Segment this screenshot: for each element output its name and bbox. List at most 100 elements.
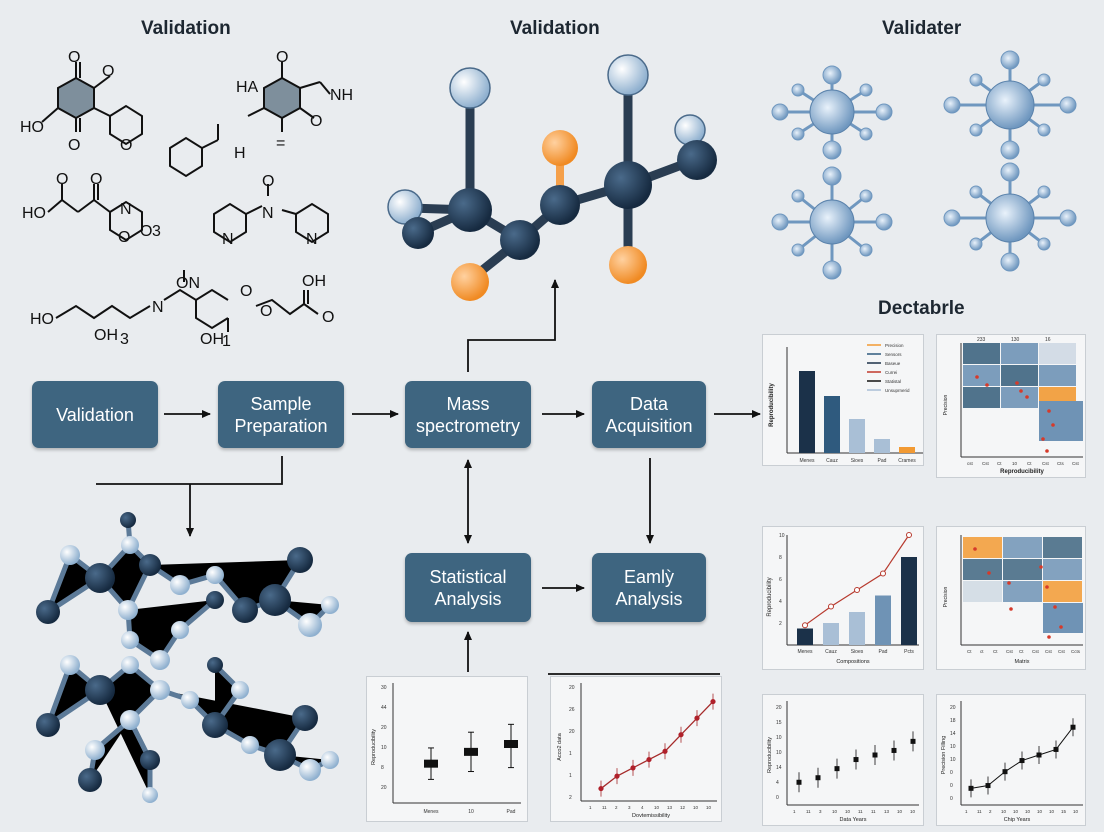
- box-2: [504, 740, 518, 748]
- label-o10: O: [140, 223, 152, 240]
- x-tick-3: Pad: [879, 649, 888, 655]
- x-tick-1: Cst: [982, 461, 989, 466]
- series-line: [804, 534, 910, 626]
- series-line: [600, 701, 714, 790]
- y-tick-3: 1: [569, 751, 572, 757]
- skeletal-labels-4: O N N N: [222, 173, 318, 248]
- flow-box-early-analysis[interactable]: Eamlỳ Analysis: [592, 553, 706, 622]
- y-label: Reproducibility: [769, 383, 775, 427]
- label-o13: O: [240, 283, 252, 300]
- atom-c2: [448, 188, 492, 232]
- title-center: Validation: [510, 18, 600, 39]
- col-label-0: 233: [977, 337, 986, 343]
- flow-box-validation[interactable]: Validation: [32, 381, 158, 448]
- y-tick-1: 44: [381, 705, 387, 711]
- bar-2: [849, 612, 865, 645]
- point-3: [646, 756, 652, 763]
- x-tick-7: Cst: [1058, 649, 1065, 654]
- heat-point-6: [1053, 605, 1057, 609]
- y-label: Reproducibility: [371, 729, 377, 765]
- y-label: Precision: [943, 395, 949, 416]
- heat-cell-7: [1039, 365, 1076, 386]
- flow-box-statistical-analysis[interactable]: Statistical Analysis: [405, 553, 531, 622]
- flow-box-sample-preparation[interactable]: Sample Preparation: [218, 381, 344, 448]
- y-tick-5: 0: [950, 770, 953, 776]
- y-tick-0: 2: [779, 621, 782, 627]
- heat-point-2: [1007, 581, 1011, 585]
- heat-cell-8: [1043, 581, 1082, 602]
- col-label-2: 16: [1045, 337, 1051, 343]
- bar-2: [849, 419, 865, 453]
- atom-o2: [451, 263, 489, 301]
- heat-cell-2: [963, 387, 1000, 408]
- heat-point-4: [1039, 565, 1043, 569]
- point-1: [828, 603, 834, 610]
- y-label: Precision Filling: [941, 736, 947, 775]
- point-4: [906, 532, 912, 538]
- bar-0: [799, 371, 815, 453]
- skeletal-molecule-5: [55, 270, 319, 332]
- point-4: [662, 748, 668, 754]
- y-tick-4: 14: [776, 765, 782, 771]
- x-tick-0: Menes: [797, 649, 813, 655]
- label-o3: O: [68, 137, 80, 154]
- x-tick-9: 10: [706, 805, 712, 810]
- x-tick-2: Ct: [993, 649, 998, 654]
- x-tick-0: Menes: [799, 458, 815, 464]
- point-2: [1002, 769, 1008, 775]
- label-ha: HA: [236, 79, 259, 96]
- skeletal-molecule-1: [41, 62, 143, 146]
- bar-1: [823, 623, 839, 645]
- heat-point-8: [1047, 635, 1051, 639]
- flow-box-mass-spectrometry[interactable]: Mass spectrometry: [405, 381, 531, 448]
- x-tick-3: Cst: [1006, 649, 1013, 654]
- point-7: [710, 698, 716, 705]
- heat-point-7: [1059, 625, 1063, 629]
- y-label: Precision: [943, 587, 949, 608]
- y-tick-2: 6: [779, 577, 782, 583]
- label-eq: =: [276, 135, 285, 152]
- label-o2: O: [102, 63, 114, 80]
- x-tick-6: Cst: [1045, 649, 1052, 654]
- y-tick-6: 0: [776, 795, 779, 801]
- col-label-1: 130: [1011, 337, 1020, 343]
- point-0: [968, 785, 974, 791]
- y-tick-6: 0: [950, 783, 953, 789]
- skeletal-labels-2: HA NH O O H =: [234, 49, 353, 162]
- label-o11: O: [262, 173, 274, 190]
- heat-cell-2: [963, 581, 1002, 602]
- y-tick-3: 10: [950, 744, 956, 750]
- x-tick-5: 10: [1025, 809, 1031, 814]
- heat-point-3: [1009, 607, 1013, 611]
- label-ho: HO: [20, 119, 44, 136]
- heat-point-1: [987, 571, 991, 575]
- box-0: [424, 759, 438, 768]
- atom-c5: [604, 161, 652, 209]
- label-ho2: HO: [22, 205, 46, 222]
- x-tick-0: 1: [793, 809, 796, 814]
- skeletal-labels-1: O O HO O O: [20, 49, 132, 154]
- label-o8: O: [90, 171, 102, 188]
- heat-point-8: [1045, 449, 1049, 453]
- point-1: [985, 783, 991, 789]
- flow-arrows: [96, 279, 761, 675]
- bar-0: [797, 628, 813, 645]
- point-5: [678, 732, 684, 738]
- x-tick-9: 10: [1073, 809, 1079, 814]
- flow-box-data-acquisition[interactable]: Data Acquisition: [592, 381, 706, 448]
- x-tick-6: Cts: [1057, 461, 1065, 466]
- heat-point-7: [1041, 437, 1045, 441]
- x-tick-2: 3: [819, 809, 822, 814]
- legend-label-0: Precision: [885, 343, 904, 348]
- heat-cell-6: [1039, 343, 1076, 364]
- box-1: [464, 747, 478, 756]
- x-tick-2: Pad: [507, 809, 516, 815]
- x-tick-2: 2: [989, 809, 992, 814]
- y-tick-1: 15: [776, 720, 782, 726]
